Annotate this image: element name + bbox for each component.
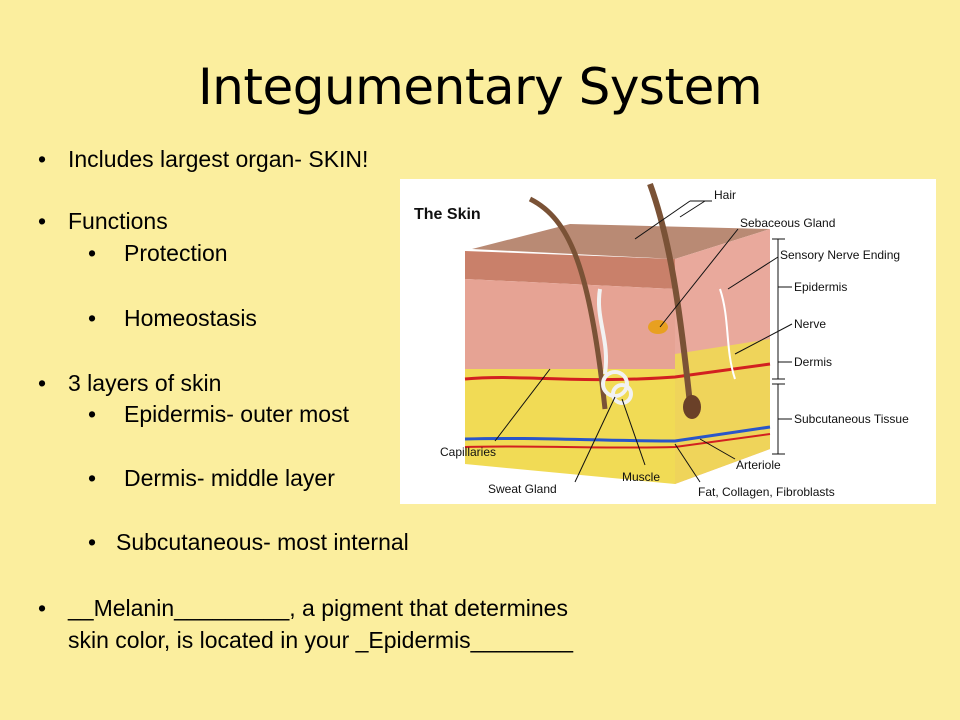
hair-shaft bbox=[528, 196, 608, 410]
skin-cross-section: The Skin Hair Sebaceous Gland Sensory Ne… bbox=[414, 182, 909, 499]
label-sensory-nerve-ending: Sensory Nerve Ending bbox=[780, 248, 900, 262]
label-arteriole: Arteriole bbox=[736, 458, 781, 472]
epidermis-layer bbox=[465, 251, 675, 289]
label-capillaries: Capillaries bbox=[440, 445, 496, 459]
subcutaneous-layer bbox=[465, 369, 675, 484]
label-sweat-gland: Sweat Gland bbox=[488, 482, 557, 496]
bullet-text: skin color, is located in your _Epidermi… bbox=[68, 627, 574, 653]
sensory-nerve bbox=[719, 288, 736, 380]
slide-title: Integumentary System bbox=[197, 58, 763, 116]
hair-follicle bbox=[683, 395, 701, 419]
sweat-gland-coil bbox=[611, 383, 633, 405]
bullet-text: Includes largest organ- SKIN! bbox=[68, 146, 369, 172]
label-fat-collagen-fibroblasts: Fat, Collagen, Fibroblasts bbox=[698, 485, 835, 499]
label-subcutaneous-tissue: Subcutaneous Tissue bbox=[794, 412, 909, 426]
label-sebaceous-gland: Sebaceous Gland bbox=[740, 216, 835, 230]
sub-bullet-text: Homeostasis bbox=[124, 305, 257, 331]
diagram-title: The Skin bbox=[414, 206, 481, 223]
skin-top-surface bbox=[472, 224, 770, 259]
artery-line bbox=[464, 362, 771, 382]
label-epidermis: Epidermis bbox=[794, 280, 847, 294]
sebaceous-gland bbox=[648, 320, 668, 334]
arteriole-line bbox=[464, 433, 771, 449]
label-dermis: Dermis bbox=[794, 355, 832, 369]
sub-bullet-text: Protection bbox=[124, 240, 228, 266]
sub-bullet-text: Subcutaneous- most internal bbox=[116, 529, 409, 555]
label-hair: Hair bbox=[714, 188, 736, 202]
bullet-text: 3 layers of skin bbox=[68, 370, 222, 396]
sweat-duct bbox=[597, 288, 608, 375]
bullet-text: __Melanin_________, a pigment that deter… bbox=[68, 595, 568, 621]
sub-bullet-text: Epidermis- outer most bbox=[124, 401, 349, 427]
dermis-layer bbox=[465, 279, 675, 369]
skin-diagram: The Skin Hair Sebaceous Gland Sensory Ne… bbox=[400, 179, 936, 504]
label-nerve: Nerve bbox=[794, 317, 826, 331]
vein-line bbox=[464, 425, 771, 443]
sub-bullet-text: Dermis- middle layer bbox=[124, 465, 335, 491]
label-muscle: Muscle bbox=[622, 470, 660, 484]
bullet-text: Functions bbox=[68, 208, 168, 234]
hair-shaft bbox=[647, 182, 693, 405]
